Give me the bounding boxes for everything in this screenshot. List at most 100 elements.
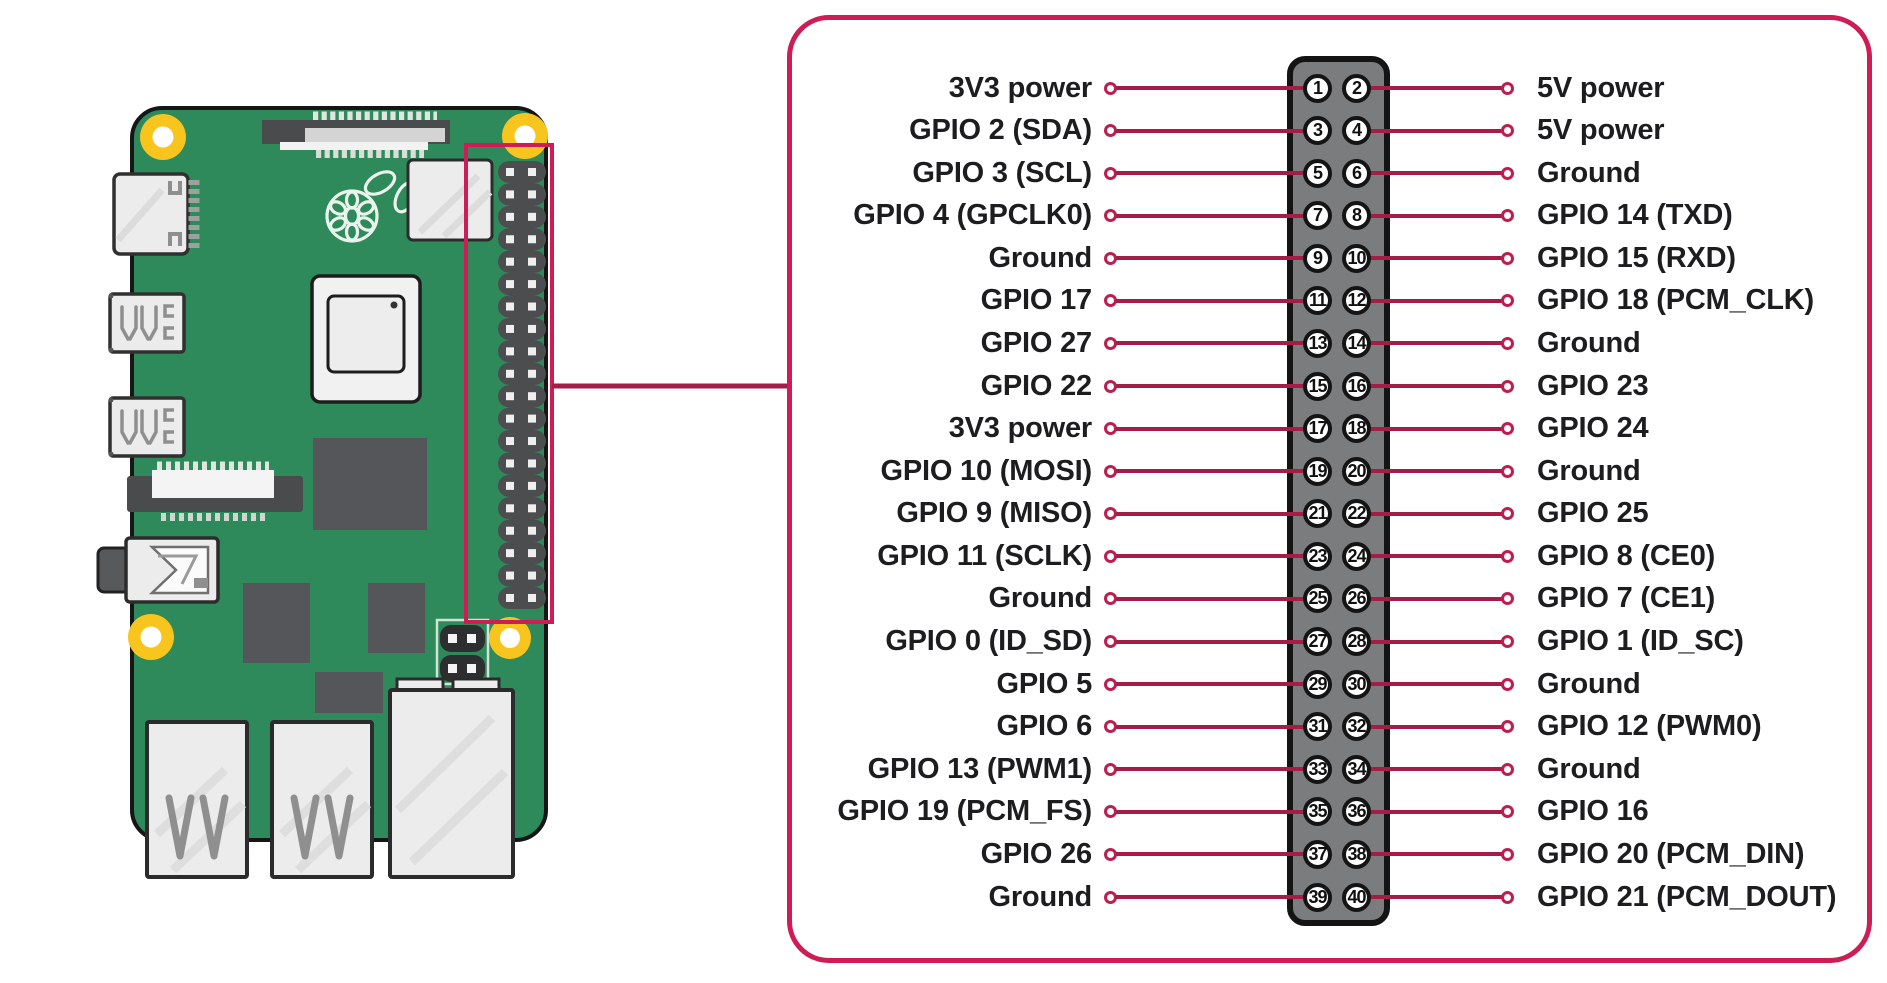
left-connector-dot [1104,464,1117,478]
right-leader-line [1370,341,1502,346]
pin-left-label: GPIO 0 (ID_SD) [885,625,1092,658]
pin-number-even: 18 [1342,414,1371,444]
pin-number-even: 22 [1342,499,1371,529]
pin-left-label: Ground [988,241,1092,274]
left-leader-line [1116,128,1305,133]
pin-row: GPIO 22 15 16 GPIO 23 [792,365,1867,408]
right-connector-dot [1501,507,1514,521]
pin-left-label: Ground [988,880,1092,913]
usb-port-bottom-1 [147,722,247,877]
pin-number-odd: 13 [1303,328,1332,358]
pin-right-label: GPIO 18 (PCM_CLK) [1537,284,1814,317]
left-connector-dot [1104,124,1117,138]
pin-left-label: GPIO 6 [996,710,1093,743]
right-leader-line [1370,809,1502,814]
pin-left-label: GPIO 22 [980,369,1093,402]
pin-right-label: GPIO 12 (PWM0) [1537,710,1762,743]
pin-number-odd: 1 [1303,73,1332,103]
right-connector-dot [1501,166,1514,180]
left-leader-line [1116,171,1305,176]
pin-row: GPIO 27 13 14 Ground [792,322,1867,365]
right-connector-dot [1501,805,1514,819]
left-connector-dot [1104,720,1117,734]
pin-number-odd: 35 [1303,797,1332,827]
left-leader-line [1116,256,1305,261]
pin-number-even: 2 [1342,73,1371,103]
pin-number-odd: 37 [1303,839,1332,869]
left-connector-dot [1104,379,1117,393]
pin-right-label: GPIO 24 [1537,412,1649,445]
pin-right-label: GPIO 16 [1537,795,1649,828]
pin-header-strip [1287,56,1390,926]
right-connector-dot [1501,549,1514,563]
left-connector-dot [1104,762,1117,776]
soc-chip [310,274,422,404]
right-leader-line [1370,767,1502,772]
pin-right-label: Ground [1537,156,1641,189]
pin-right-label: 5V power [1537,114,1665,147]
pin-row: GPIO 3 (SCL) 5 6 Ground [792,152,1867,195]
pin-number-even: 40 [1342,882,1371,912]
left-connector-dot [1104,294,1117,308]
right-leader-line [1370,895,1502,899]
pin-right-label: GPIO 23 [1537,369,1649,402]
right-leader-line [1370,128,1502,133]
pin-left-label: GPIO 11 (SCLK) [877,539,1092,572]
pin-left-label: GPIO 26 [980,837,1093,870]
pin-right-label: GPIO 20 (PCM_DIN) [1537,837,1805,870]
display-connector [127,461,303,521]
right-connector-dot [1501,124,1514,138]
right-connector-dot [1501,890,1514,904]
left-connector-dot [1104,549,1117,563]
pin-row: 3V3 power 17 18 GPIO 24 [792,407,1867,450]
pin-row: Ground 9 10 GPIO 15 (RXD) [792,237,1867,280]
right-leader-line [1370,86,1502,90]
pin-right-label: Ground [1537,454,1641,487]
ic-chips [243,438,427,713]
right-connector-dot [1501,464,1514,478]
left-connector-dot [1104,677,1117,691]
right-leader-line [1370,724,1502,729]
pin-number-odd: 7 [1303,201,1332,231]
hdmi-port [112,172,200,256]
right-connector-dot [1501,336,1514,350]
pin-left-label: GPIO 4 (GPCLK0) [853,199,1092,232]
pin-left-label: Ground [988,582,1092,615]
pin-number-even: 26 [1342,584,1371,614]
pin-right-label: GPIO 25 [1537,497,1649,530]
right-connector-dot [1501,720,1514,734]
right-connector-dot [1501,677,1514,691]
left-connector-dot [1104,166,1117,180]
pin-number-odd: 33 [1303,754,1332,784]
pin-right-label: GPIO 21 (PCM_DOUT) [1537,880,1837,913]
pin-row: GPIO 0 (ID_SD) 27 28 GPIO 1 (ID_SC) [792,620,1867,663]
pin-left-label: GPIO 17 [980,284,1093,317]
pin-row: GPIO 17 11 12 GPIO 18 (PCM_CLK) [792,279,1867,322]
pin-left-label: 3V3 power [948,412,1092,445]
camera-connector [262,111,450,158]
right-leader-line [1370,469,1502,474]
pin-number-even: 16 [1342,371,1371,401]
pin-number-odd: 9 [1303,243,1332,273]
left-leader-line [1116,86,1305,90]
pin-number-even: 8 [1342,201,1371,231]
right-connector-dot [1501,379,1514,393]
left-leader-line [1116,639,1305,644]
pin-left-label: GPIO 2 (SDA) [909,114,1092,147]
pin-number-even: 6 [1342,158,1371,188]
right-connector-dot [1501,81,1514,95]
left-leader-line [1116,895,1305,899]
left-leader-line [1116,852,1305,857]
pin-row: GPIO 4 (GPCLK0) 7 8 GPIO 14 (TXD) [792,194,1867,237]
right-leader-line [1370,511,1502,516]
pin-row: GPIO 6 31 32 GPIO 12 (PWM0) [792,705,1867,748]
pin-left-label: GPIO 10 (MOSI) [880,454,1092,487]
pin-left-label: GPIO 13 (PWM1) [867,752,1093,785]
pin-row: 3V3 power 1 2 5V power [792,67,1867,110]
pin-number-even: 24 [1342,541,1371,571]
pin-number-odd: 21 [1303,499,1332,529]
pin-number-odd: 3 [1303,116,1332,146]
left-leader-line [1116,213,1305,218]
pin-number-odd: 11 [1303,286,1332,316]
ethernet-port [388,677,515,879]
